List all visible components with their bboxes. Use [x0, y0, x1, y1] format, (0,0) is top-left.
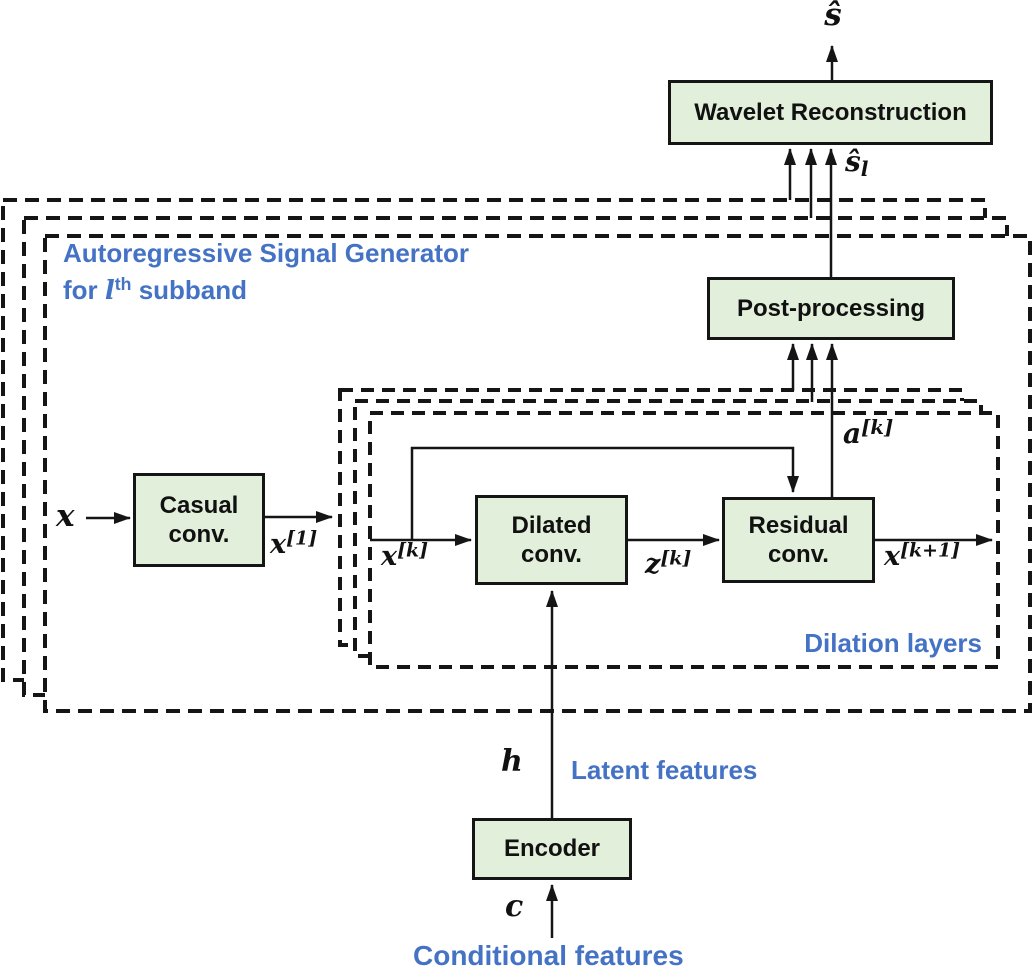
ak-signal-label: a[k] — [843, 416, 894, 450]
subband-index-var: l — [104, 276, 115, 306]
wavelet-reconstruction-box: Wavelet Reconstruction — [668, 80, 993, 145]
asg-group-title-line2: for lth subband — [63, 274, 248, 306]
casual-conv-label-line1: Casual — [159, 491, 239, 519]
residual-conv-box: Residual conv. — [722, 497, 875, 583]
encoder-box: Encoder — [472, 818, 632, 880]
dilation-layers-label: Dilation layers — [804, 628, 982, 658]
residual-conv-label-line1: Residual — [748, 511, 849, 539]
dilated-conv-box: Dilated conv. — [475, 495, 628, 585]
post-processing-label: Post-processing — [736, 294, 926, 322]
wavelet-reconstruction-label: Wavelet Reconstruction — [694, 98, 967, 126]
x1-signal-label: x[1] — [270, 527, 318, 560]
casual-conv-label-line2: conv. — [168, 521, 230, 548]
xk1-signal-label: x[k+1] — [884, 539, 961, 572]
h-signal-label: h — [501, 744, 523, 779]
conditional-features-label: Conditional features — [413, 940, 684, 971]
residual-skip-arrow — [410, 446, 799, 540]
xk-signal-label: x[k] — [381, 539, 429, 572]
encoder-label: Encoder — [503, 835, 601, 863]
dilated-conv-label-line2: conv. — [521, 541, 582, 568]
s-hat-signal-label: ŝ — [824, 0, 842, 33]
asg-group-title: Autoregressive Signal Generator for lth … — [63, 235, 469, 310]
zk-signal-label: z[k] — [645, 547, 692, 580]
s-hat-l-signal-label: ŝl — [845, 145, 869, 182]
post-processing-box: Post-processing — [707, 277, 955, 340]
casual-conv-box: Casual conv. — [133, 473, 265, 567]
latent-features-label: Latent features — [571, 755, 758, 785]
x-input-signal-label: x — [56, 498, 75, 534]
c-signal-label: c — [505, 889, 524, 924]
residual-conv-label-line2: conv. — [768, 541, 829, 568]
dilated-conv-label-line1: Dilated — [511, 511, 592, 539]
asg-group-title-line1: Autoregressive Signal Generator — [63, 238, 470, 268]
